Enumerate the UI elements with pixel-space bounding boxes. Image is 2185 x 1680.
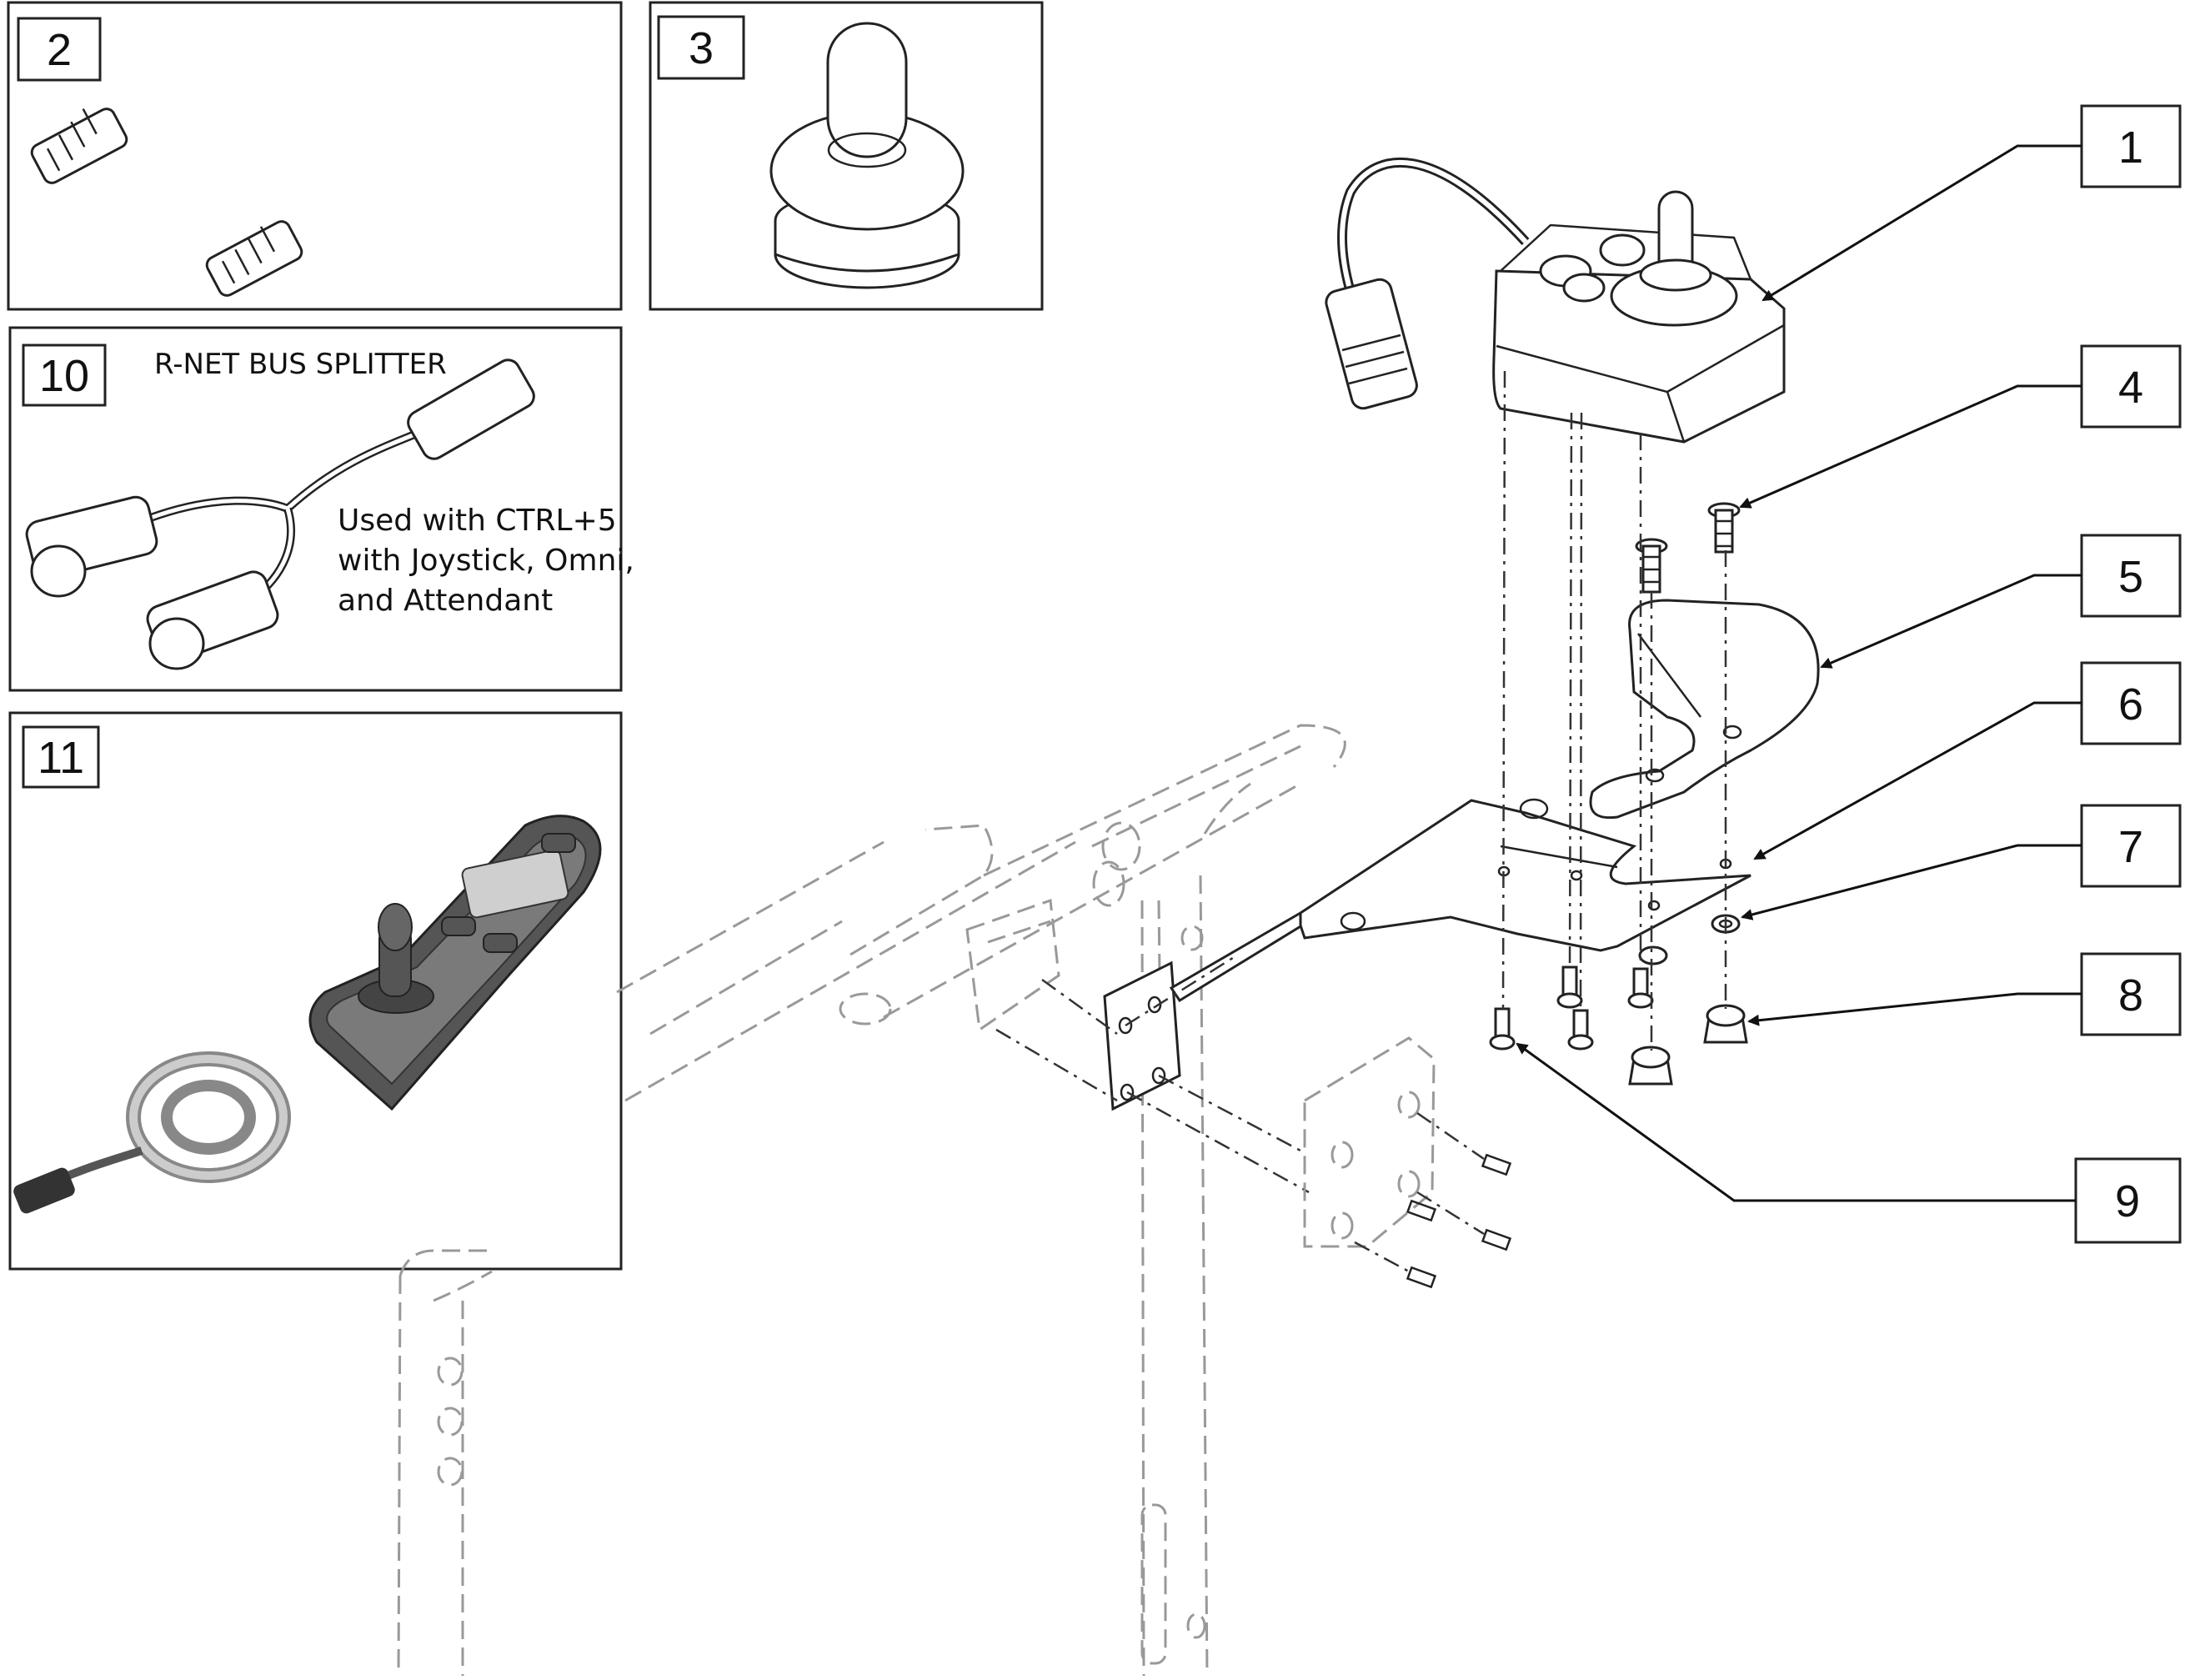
wheelchair-frame-ghost	[397, 724, 1346, 1677]
screw-9b	[1556, 965, 1583, 1009]
callout-5: 5	[1820, 534, 2182, 669]
connector-icon	[146, 570, 279, 670]
inset-3-knob: 3	[649, 1, 1044, 311]
callout-4: 4	[1739, 344, 2182, 509]
connector-icon	[30, 108, 128, 184]
handheld-controller-icon	[308, 815, 602, 1111]
callout-box-10	[22, 344, 107, 407]
callout-label-5: 5	[2118, 552, 2143, 602]
splitter-note-line-1: Used with CTRL+5	[338, 504, 617, 538]
callout-6: 6	[1753, 661, 2182, 860]
callout-label-7: 7	[2118, 822, 2143, 872]
washer-7b	[1638, 945, 1668, 965]
splitter-title: R-NET BUS SPLITTER	[154, 348, 447, 381]
callout-7: 7	[1741, 804, 2182, 920]
callout-label-10: 10	[39, 351, 89, 401]
screw-9	[1489, 1007, 1516, 1051]
inset-10-splitter: 10 R-NET BUS SPLITTER Used with CTRL+5 w…	[8, 326, 634, 692]
callout-label-11: 11	[38, 733, 84, 783]
callout-8: 8	[1747, 952, 2182, 1036]
joystick-bracket	[1169, 798, 1752, 1003]
callout-label-1: 1	[2118, 123, 2143, 173]
connector-icon	[25, 495, 158, 598]
screw-9d	[1627, 967, 1654, 1009]
callout-box-2	[17, 17, 102, 82]
inset-11-controller: 11	[8, 711, 623, 1271]
callout-label-4: 4	[2118, 363, 2143, 413]
inset-2-cable: 2	[7, 1, 623, 311]
knob-icon	[769, 22, 965, 289]
mounting-plate	[1103, 960, 1181, 1111]
connector-icon	[205, 220, 303, 297]
callout-9: 9	[1516, 1042, 2182, 1244]
callout-box-3	[657, 15, 745, 80]
connector-icon	[407, 359, 535, 460]
callout-label-6: 6	[2118, 680, 2143, 730]
splitter-note-line-3: and Attendant	[338, 584, 553, 618]
callout-label-9: 9	[2115, 1176, 2140, 1226]
clamp-block	[1303, 1036, 1512, 1289]
callout-box-11	[22, 725, 100, 789]
assembly-lines	[995, 370, 1727, 1194]
nut-8	[1703, 1004, 1748, 1044]
screw-4	[1707, 502, 1741, 554]
callout-label-2: 2	[47, 25, 72, 75]
coiled-cable-icon	[13, 1051, 291, 1214]
adapter-plate	[1589, 599, 1820, 820]
callout-label-8: 8	[2118, 970, 2143, 1021]
callout-label-3: 3	[689, 23, 714, 73]
callout-1: 1	[1762, 104, 2182, 302]
clamp-plate-ghost	[965, 898, 1060, 1032]
screw-9c	[1567, 1009, 1594, 1051]
joystick-module	[1325, 157, 1786, 444]
splitter-note-line-2: with Joystick, Omni,	[338, 544, 634, 578]
nut-8b	[1628, 1046, 1673, 1086]
display-screen	[461, 849, 569, 919]
